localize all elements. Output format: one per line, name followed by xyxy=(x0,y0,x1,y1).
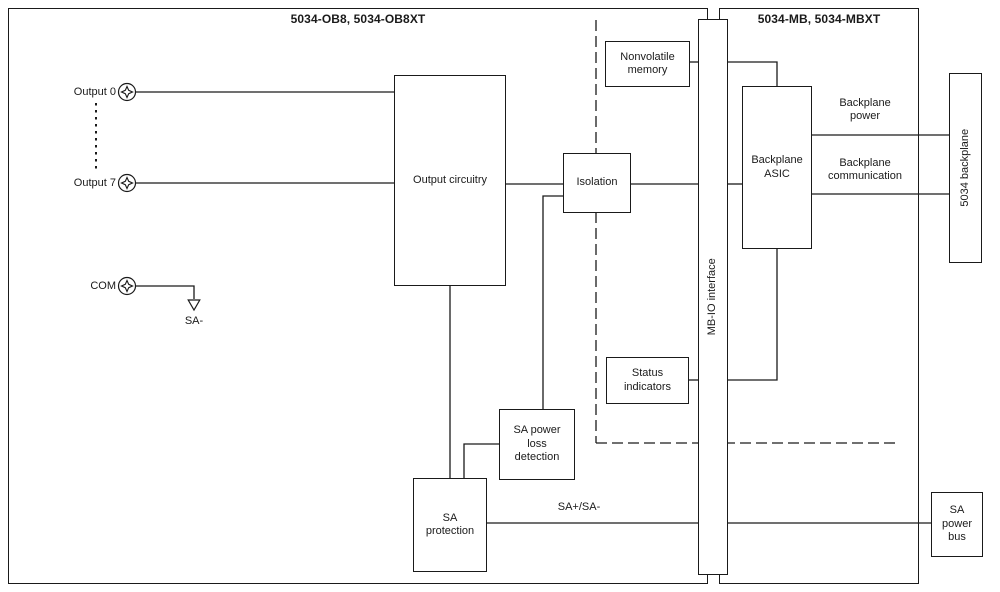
base-module-title: 5034-MB, 5034-MBXT xyxy=(757,12,881,26)
backplane-communication-wire-label: Backplane communication xyxy=(828,157,902,182)
isolation-label: Isolation xyxy=(576,176,618,189)
wire-mbio-asic-top xyxy=(728,61,778,86)
com-terminal-icon xyxy=(117,276,137,296)
backplane-power-wire-label: Backplane power xyxy=(839,97,891,122)
sa-protection-block: SA protection xyxy=(413,478,487,572)
output-circuitry-label: Output circuitry xyxy=(413,173,487,186)
sa-bus-wire-label: SA+/SA- xyxy=(557,501,601,513)
com-terminal-label: COM xyxy=(90,280,116,292)
backplane-5034-label: 5034 backplane xyxy=(958,129,971,207)
sa-protection-label: SA protection xyxy=(425,511,475,538)
mb-io-interface-block: MB-IO interface xyxy=(698,19,728,575)
output0-terminal-icon xyxy=(117,82,137,102)
sa-power-loss-detection-label: SA power loss detection xyxy=(513,424,561,464)
sa-minus-arrow-icon xyxy=(187,299,201,312)
backplane-asic-block: Backplane ASIC xyxy=(742,86,812,249)
status-indicators-label: Status indicators xyxy=(623,367,672,393)
output0-terminal-label: Output 0 xyxy=(73,86,116,98)
sa-minus-wire-label: SA- xyxy=(184,315,204,327)
sa-power-bus-block: SA power bus xyxy=(931,492,983,557)
backplane-5034-block: 5034 backplane xyxy=(949,73,982,263)
terminal-icons xyxy=(117,82,137,296)
io-module-title: 5034-OB8, 5034-OB8XT xyxy=(290,12,426,26)
wire-isolation-sapld xyxy=(542,195,563,409)
mb-io-interface-label: MB-IO interface xyxy=(706,258,719,336)
nonvolatile-memory-block: Nonvolatile memory xyxy=(605,41,690,87)
isolation-block: Isolation xyxy=(563,153,631,213)
sa-power-bus-label: SA power bus xyxy=(942,504,972,544)
sa-power-loss-detection-block: SA power loss detection xyxy=(499,409,575,480)
nonvolatile-memory-label: Nonvolatile memory xyxy=(620,50,675,77)
wire-saprotection-sapld xyxy=(463,443,499,478)
backplane-asic-label: Backplane ASIC xyxy=(751,154,803,180)
wire-com-sa-minus xyxy=(136,285,195,299)
status-indicators-block: Status indicators xyxy=(606,357,689,404)
wire-asic-mbio-bottom xyxy=(728,249,778,381)
output7-terminal-label: Output 7 xyxy=(73,177,116,189)
output7-terminal-icon xyxy=(117,173,137,193)
output-circuitry-block: Output circuitry xyxy=(394,75,506,286)
